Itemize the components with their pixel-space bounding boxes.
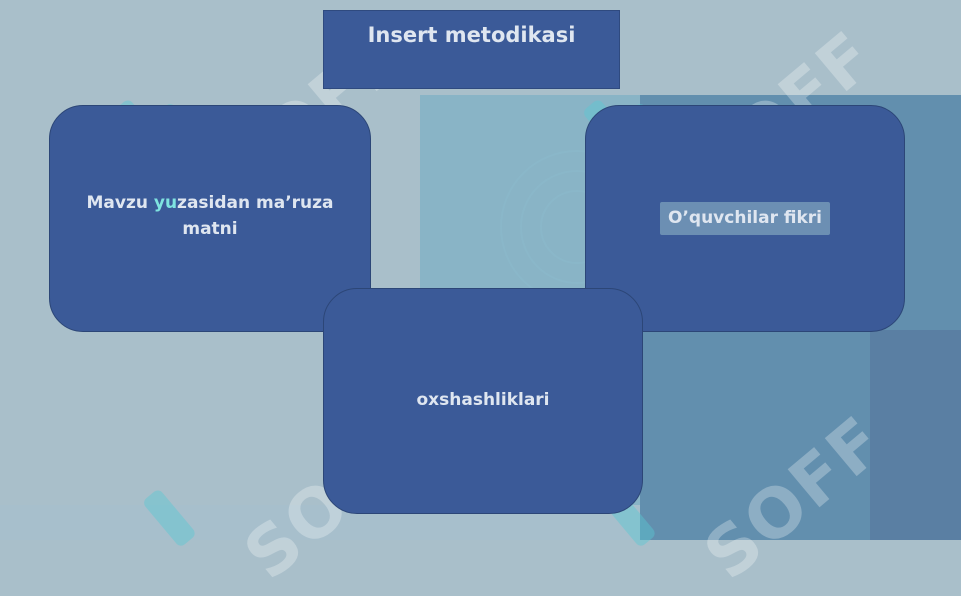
similarities-label: oxshashliklari (416, 390, 550, 411)
topic-text-part: Mavzu (86, 193, 154, 213)
student-opinion-box: O’quvchilar fikri (585, 105, 905, 332)
topic-text: Mavzu yuzasidan ma’ruza matni (70, 191, 350, 242)
student-opinion-label: O’quvchilar fikri (660, 201, 830, 236)
slide-title: Insert metodikasi (367, 23, 576, 47)
topic-text-part: zasidan ma’ruza matni (177, 193, 334, 239)
title-box: Insert metodikasi (323, 10, 620, 89)
background-corner (870, 330, 961, 540)
topic-text-highlight: yu (153, 193, 178, 213)
topic-text-box: Mavzu yuzasidan ma’ruza matni (49, 105, 371, 332)
similarities-box: oxshashliklari (323, 288, 643, 514)
